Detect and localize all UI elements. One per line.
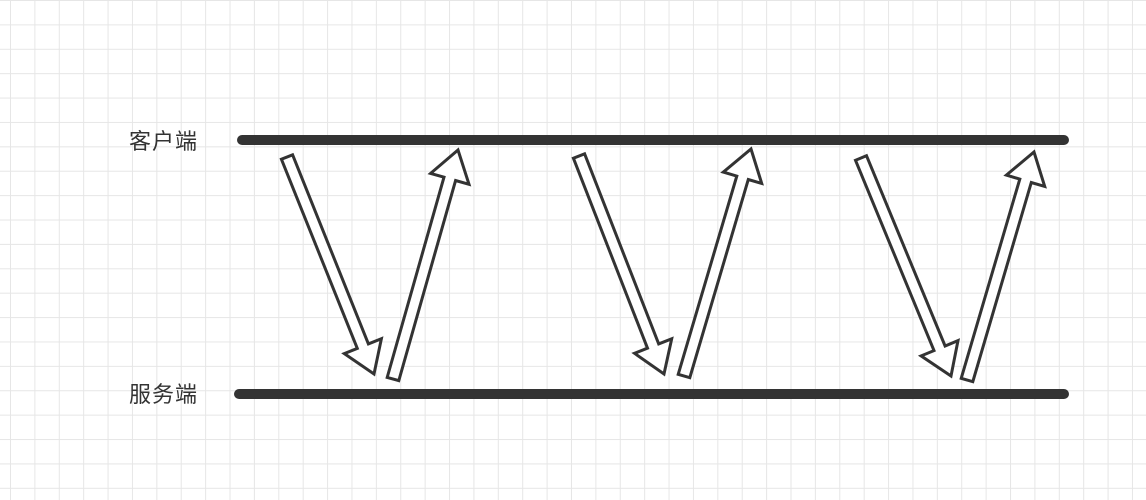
server-lane-label: 服务端 [129, 383, 199, 408]
request-arrow-2 [571, 151, 674, 377]
client-lane-label: 客户端 [129, 130, 199, 155]
request-arrow-1 [279, 152, 384, 377]
response-arrow-2 [676, 146, 764, 380]
request-arrow-3 [853, 153, 961, 379]
response-arrow-3 [959, 149, 1047, 384]
response-arrow-1 [385, 147, 472, 383]
arrows-group [279, 146, 1047, 384]
